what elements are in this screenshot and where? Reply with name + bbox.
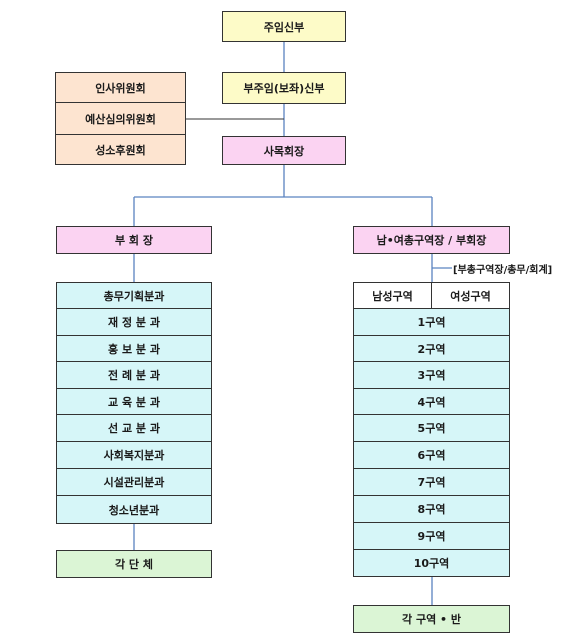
district-box: 3구역 [353,361,510,389]
division-box: 교 육 분 과 [56,388,212,415]
personnel-committee-box: 인사위원회 [55,72,186,103]
chief-priest-box: 주임신부 [222,11,346,42]
division-box: 홍 보 분 과 [56,335,212,362]
district-head-box: 남•여총구역장 / 부회장 [353,226,510,254]
vocation-support-box: 성소후원회 [55,134,186,165]
division-box: 총무기획분과 [56,282,212,309]
district-box: 6구역 [353,441,510,469]
division-box: 선 교 분 과 [56,414,212,442]
each-organization-box: 각 단 체 [56,550,212,578]
district-box: 9구역 [353,522,510,550]
pastoral-chair-box: 사목회장 [222,136,346,165]
district-box: 5구역 [353,414,510,442]
male-district-box: 남성구역 [353,282,432,309]
district-box: 2구역 [353,335,510,362]
division-box: 전 례 분 과 [56,361,212,389]
each-district-ban-box: 각 구역 • 반 [353,605,510,633]
district-box: 1구역 [353,308,510,336]
division-box: 청소년분과 [56,495,212,524]
district-box: 7구역 [353,468,510,496]
budget-committee-box: 예산심의위원회 [55,102,186,135]
district-box: 10구역 [353,549,510,577]
assistant-priest-box: 부주임(보좌)신부 [222,72,346,104]
division-box: 시설관리분과 [56,468,212,496]
district-box: 4구역 [353,388,510,415]
division-box: 사회복지분과 [56,441,212,469]
vice-chair-box: 부 회 장 [56,226,212,254]
district-box: 8구역 [353,495,510,523]
district-staff-note: [부총구역장/총무/회계] [453,265,553,276]
division-box: 재 정 분 과 [56,308,212,336]
female-district-box: 여성구역 [431,282,510,309]
